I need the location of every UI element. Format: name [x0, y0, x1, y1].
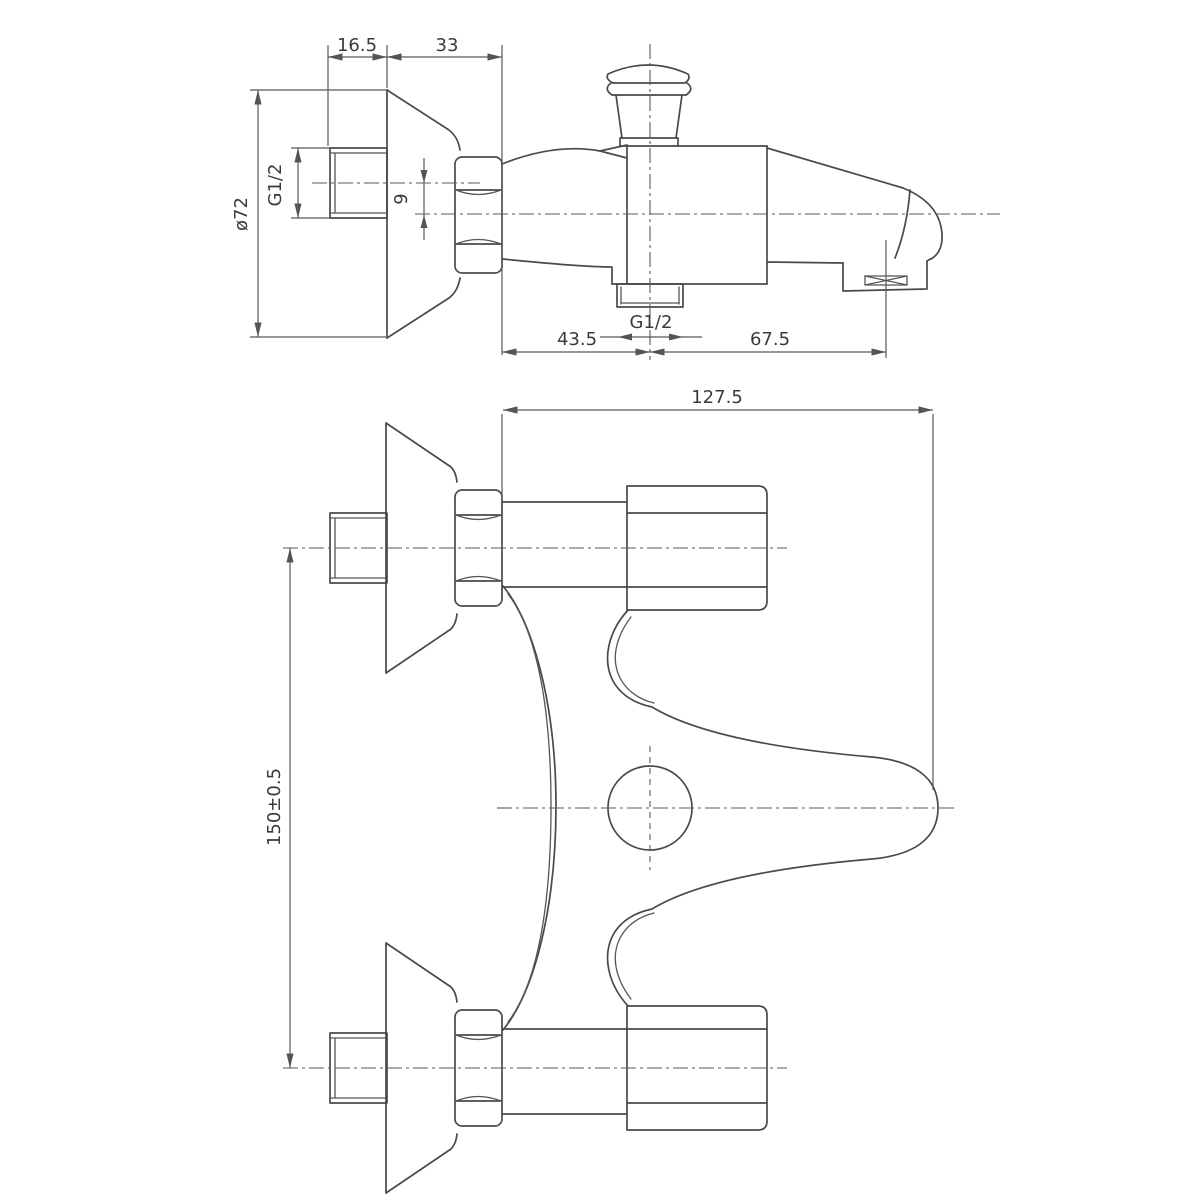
- escutcheon-bell: [386, 89, 461, 339]
- dim-label-g12-port: G1/2: [630, 312, 673, 333]
- dimension-labels: 16.5 33 ø72 G1/2 9 43.5 G1/2 67.5 127.5 …: [231, 35, 790, 846]
- spout: [766, 147, 943, 292]
- front-view: [329, 422, 939, 1194]
- dim-label-9: 9: [391, 193, 412, 204]
- dim-label-127-5: 127.5: [691, 387, 743, 408]
- dim-label-g12-inlet: G1/2: [265, 164, 286, 207]
- dim-label-16-5: 16.5: [337, 35, 377, 56]
- hex-nut: [454, 156, 503, 274]
- centerlines: [283, 44, 1000, 1069]
- dim-label-150: 150±0.5: [264, 768, 285, 846]
- side-view: [329, 64, 943, 339]
- dim-label-43-5: 43.5: [557, 329, 597, 350]
- dim-label-dia72: ø72: [231, 197, 252, 231]
- dim-label-33: 33: [436, 35, 459, 56]
- mixer-body-front: [502, 585, 939, 1031]
- diverter-knob: [606, 64, 692, 147]
- dimension-lines: [250, 45, 934, 1068]
- dim-label-67-5: 67.5: [750, 329, 790, 350]
